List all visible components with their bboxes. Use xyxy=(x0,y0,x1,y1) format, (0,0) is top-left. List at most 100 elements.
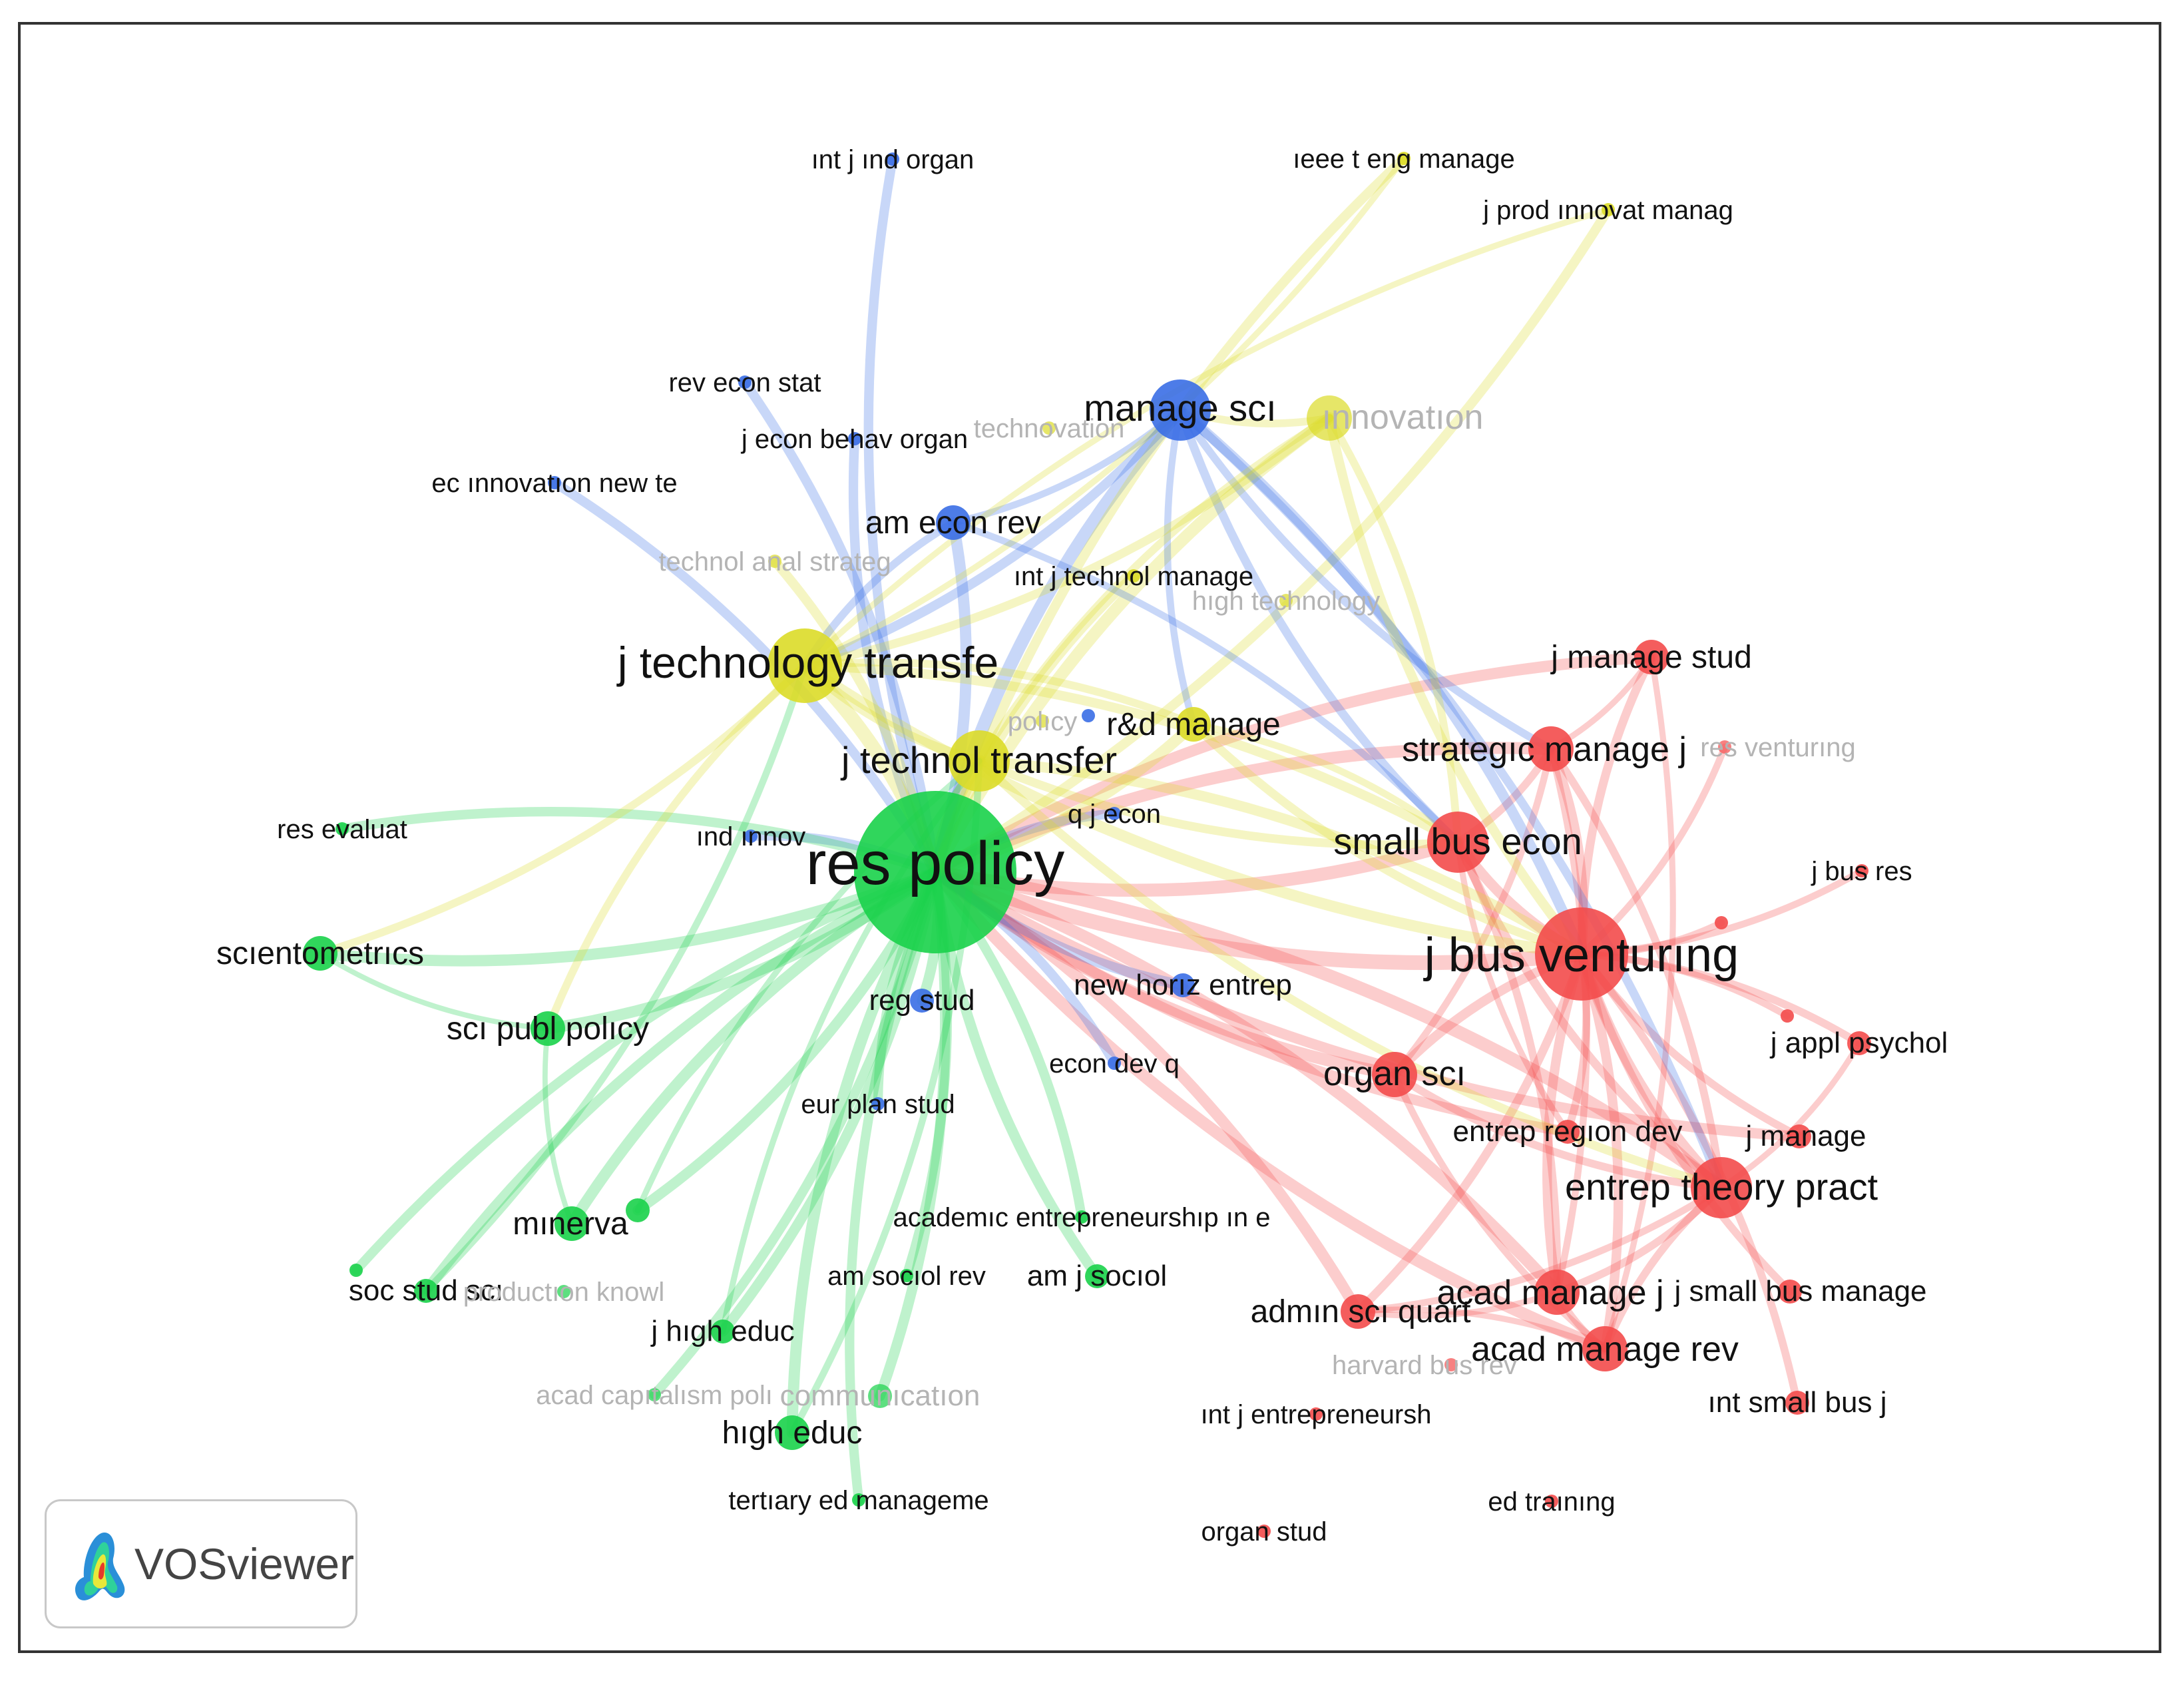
link-entrep_theory_pract-admin_sci_quart xyxy=(1354,1184,1725,1316)
label-int_j_entrepreneursh: ınt j entrepreneursh xyxy=(1201,1400,1432,1429)
node-organ_stud[interactable] xyxy=(1257,1525,1271,1538)
node-entrep_region_dev[interactable] xyxy=(1556,1120,1580,1144)
node-res_evaluat[interactable] xyxy=(335,822,349,836)
link-acad_manage_j-admin_sci_quart xyxy=(1355,1289,1560,1319)
node-technovation[interactable] xyxy=(1042,421,1056,435)
node-reg_stud[interactable] xyxy=(910,989,934,1013)
node-ed_training[interactable] xyxy=(1545,1495,1558,1508)
node-j_econ_behav_organ[interactable] xyxy=(848,432,861,445)
label-res_venturing: res venturıng xyxy=(1700,733,1855,762)
node-red_unl2[interactable] xyxy=(1781,1009,1794,1023)
nodes-layer xyxy=(303,152,1871,1538)
label-organ_sci: organ scı xyxy=(1323,1055,1466,1093)
node-tertiary_ed_manageme[interactable] xyxy=(852,1493,865,1507)
node-int_j_entrepreneursh[interactable] xyxy=(1309,1407,1323,1421)
link-entrep_theory_pract-small_bus_econ xyxy=(1453,838,1726,1192)
node-j_prod_innovat_manag[interactable] xyxy=(1602,203,1615,216)
node-am_econ_rev[interactable] xyxy=(936,505,971,540)
node-j_small_bus_manage[interactable] xyxy=(1778,1280,1802,1304)
node-j_manage[interactable] xyxy=(1787,1124,1811,1148)
node-admin_sci_quart[interactable] xyxy=(1341,1294,1375,1329)
node-academic_entrepreneurship[interactable] xyxy=(1075,1210,1088,1224)
label-entrep_region_dev: entrep regıon dev xyxy=(1453,1115,1683,1148)
node-eur_plan_stud[interactable] xyxy=(871,1097,885,1110)
node-ind_innov[interactable] xyxy=(744,830,758,843)
node-ec_innovation_new_te[interactable] xyxy=(548,476,561,489)
label-int_small_bus_j: ınt small bus j xyxy=(1708,1386,1887,1419)
node-j_technol_transfer[interactable] xyxy=(949,730,1010,792)
label-j_appl_psychol: j appl psychol xyxy=(1769,1027,1948,1059)
node-green_unl2[interactable] xyxy=(349,1264,363,1277)
node-manage_sci[interactable] xyxy=(1150,379,1211,441)
node-high_educ[interactable] xyxy=(775,1415,809,1450)
node-policy[interactable] xyxy=(1036,714,1049,728)
link-manage_sci-j_bus_venturing xyxy=(1175,405,1587,959)
node-j_high_educ[interactable] xyxy=(711,1320,735,1343)
node-rd_manage[interactable] xyxy=(1176,707,1211,742)
link-res_policy-j_bus_venturing xyxy=(927,864,1590,970)
node-acad_manage_j[interactable] xyxy=(1534,1270,1580,1315)
node-j_technology_transfe[interactable] xyxy=(767,628,842,703)
node-new_horiz_entrep[interactable] xyxy=(1171,973,1195,997)
node-technol_anal_strateg[interactable] xyxy=(768,555,781,568)
label-organ_stud: organ stud xyxy=(1201,1517,1327,1547)
node-acad_capitalism_poli[interactable] xyxy=(648,1388,661,1401)
node-sci_publ_policy[interactable] xyxy=(531,1011,565,1046)
link-j_technol_transfer-innovation xyxy=(975,414,1333,765)
node-am_j_sociol[interactable] xyxy=(1085,1264,1109,1288)
label-j_bus_res: j bus res xyxy=(1811,857,1912,886)
node-communication[interactable] xyxy=(868,1384,892,1408)
node-int_small_bus_j[interactable] xyxy=(1785,1391,1809,1415)
node-int_j_technol_manage[interactable] xyxy=(1127,569,1140,583)
node-entrep_theory_pract[interactable] xyxy=(1691,1157,1752,1218)
link-j_bus_venturing-j_small_bus_manage xyxy=(1578,950,1794,1296)
node-high_technol[interactable] xyxy=(1279,594,1293,607)
node-small_bus_econ[interactable] xyxy=(1427,812,1488,873)
link-entrep_theory_pract-strategic_manage_j xyxy=(1547,745,1725,1192)
node-j_appl_psychol[interactable] xyxy=(1847,1031,1871,1055)
link-minerva-sci_publ_policy xyxy=(542,1026,574,1226)
node-red_unl1[interactable] xyxy=(1715,916,1728,929)
node-rev_econ_stat[interactable] xyxy=(738,375,752,389)
label-small_bus_econ: small bus econ xyxy=(1333,820,1582,862)
node-res_venturing[interactable] xyxy=(1718,740,1731,754)
link-j_bus_venturing-acad_manage_rev xyxy=(1576,949,1624,1354)
link-innovation-j_bus_venturing xyxy=(1324,413,1587,959)
link-res_policy-j_manage xyxy=(930,867,1805,1142)
link-res_policy-green_unl2 xyxy=(351,867,941,1276)
label-high_technol: hıgh technology xyxy=(1192,587,1380,616)
node-res_policy[interactable] xyxy=(854,791,1016,953)
link-j_bus_venturing-admin_sci_quart xyxy=(1353,949,1586,1316)
node-soc_stud_sci[interactable] xyxy=(414,1279,438,1303)
node-am_sociol_rev[interactable] xyxy=(900,1269,913,1282)
node-int_j_ind_organ[interactable] xyxy=(886,152,899,166)
node-j_bus_res[interactable] xyxy=(1855,864,1868,877)
link-res_policy-soc_stud_sci xyxy=(421,867,941,1296)
label-new_horiz_entrep: new horız entrep xyxy=(1074,969,1292,1001)
label-tertiary_ed_manageme: tertıary ed manageme xyxy=(728,1486,988,1515)
node-minerva[interactable] xyxy=(554,1206,589,1241)
node-green_unl1[interactable] xyxy=(626,1198,650,1222)
link-j_technology_transfe-rd_manage xyxy=(801,658,1198,728)
node-ieee_t_eng_manage[interactable] xyxy=(1397,152,1411,165)
link-res_policy-acad_manage_rev xyxy=(929,865,1612,1355)
node-blue_unl1[interactable] xyxy=(1082,709,1095,722)
node-scientometrics[interactable] xyxy=(303,936,337,971)
link-am_econ_rev-small_bus_econ xyxy=(949,519,1462,846)
node-organ_sci[interactable] xyxy=(1372,1052,1417,1097)
node-q_j_econ[interactable] xyxy=(1108,807,1121,820)
link-res_policy-strategic_manage_j xyxy=(929,742,1558,879)
links-layer xyxy=(314,153,1866,1505)
node-production_knowl[interactable] xyxy=(557,1285,570,1298)
node-acad_manage_rev[interactable] xyxy=(1582,1326,1628,1371)
node-j_manage_stud[interactable] xyxy=(1634,640,1669,674)
node-econ_dev_q[interactable] xyxy=(1108,1057,1121,1070)
link-j_technology_transfe-scientometrics xyxy=(316,662,809,957)
node-j_bus_venturing[interactable] xyxy=(1535,907,1628,1001)
vosviewer-logo: VOSviewer xyxy=(45,1499,357,1628)
node-innovation[interactable] xyxy=(1307,395,1352,441)
node-harvard_bus_rev[interactable] xyxy=(1444,1358,1458,1371)
link-j_manage_stud-acad_manage_rev xyxy=(1602,654,1676,1352)
node-strategic_manage_j[interactable] xyxy=(1528,726,1574,772)
